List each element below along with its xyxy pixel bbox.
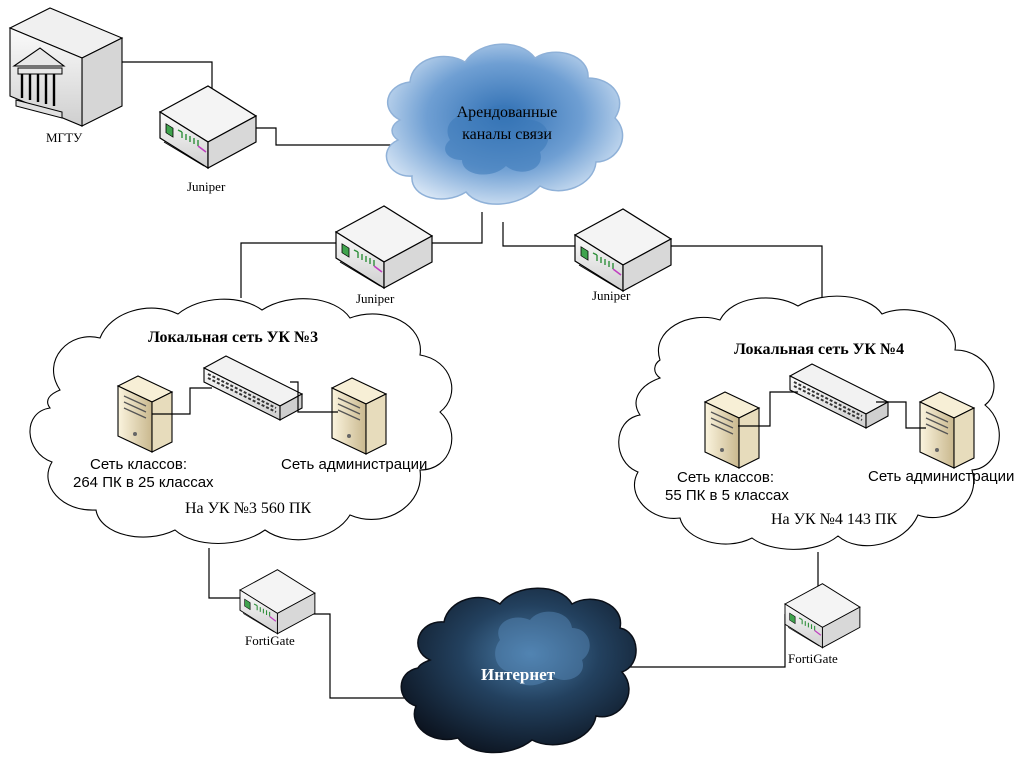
router-icon: [574, 208, 672, 292]
internet-label: Интернет: [481, 665, 556, 684]
fortigate-left-label: FortiGate: [245, 633, 295, 648]
lan4-admin-label: Сеть администрации: [868, 468, 1014, 485]
internet-cloud: Интернет: [400, 587, 637, 754]
lan4-title: Локальная сеть УК №4: [734, 341, 904, 358]
leased-cloud: Арендованные каналы связи: [385, 43, 624, 205]
mgtu-label: МГТУ: [46, 130, 83, 145]
link-fortigate-right-to-internet: [620, 614, 786, 668]
router-left-label: Juniper: [356, 291, 395, 306]
building-icon: [8, 6, 124, 128]
router-top-label: Juniper: [187, 179, 226, 194]
router-icon: [239, 569, 316, 635]
router-icon: [335, 205, 433, 289]
leased-cloud-label-line1: Арендованные: [457, 104, 558, 121]
lan3-admin-label: Сеть администрации: [281, 456, 427, 473]
lan3-total: На УК №3 560 ПК: [185, 500, 311, 517]
router-icon: [159, 85, 257, 169]
lan3-classes-line1: Сеть классов:: [90, 456, 187, 473]
fortigate-right-label: FortiGate: [788, 651, 838, 666]
lan4-classes-line2: 55 ПК в 5 классах: [665, 487, 789, 504]
lan3-cloud: Локальная сеть УК №3 Сеть классов: 264 П…: [29, 298, 453, 544]
leased-cloud-label-line2: каналы связи: [462, 126, 552, 143]
router-right-label: Juniper: [592, 288, 631, 303]
lan4-total: На УК №4 143 ПК: [771, 511, 897, 528]
lan4-cloud: Локальная сеть УК №4 Сеть классов: 55 ПК…: [618, 295, 1014, 550]
lan3-title: Локальная сеть УК №3: [148, 329, 318, 346]
lan4-classes-line1: Сеть классов:: [677, 469, 774, 486]
lan3-classes-line2: 264 ПК в 25 классах: [73, 474, 214, 491]
link-lan3-fortigate: [208, 548, 248, 599]
router-icon: [784, 583, 861, 649]
